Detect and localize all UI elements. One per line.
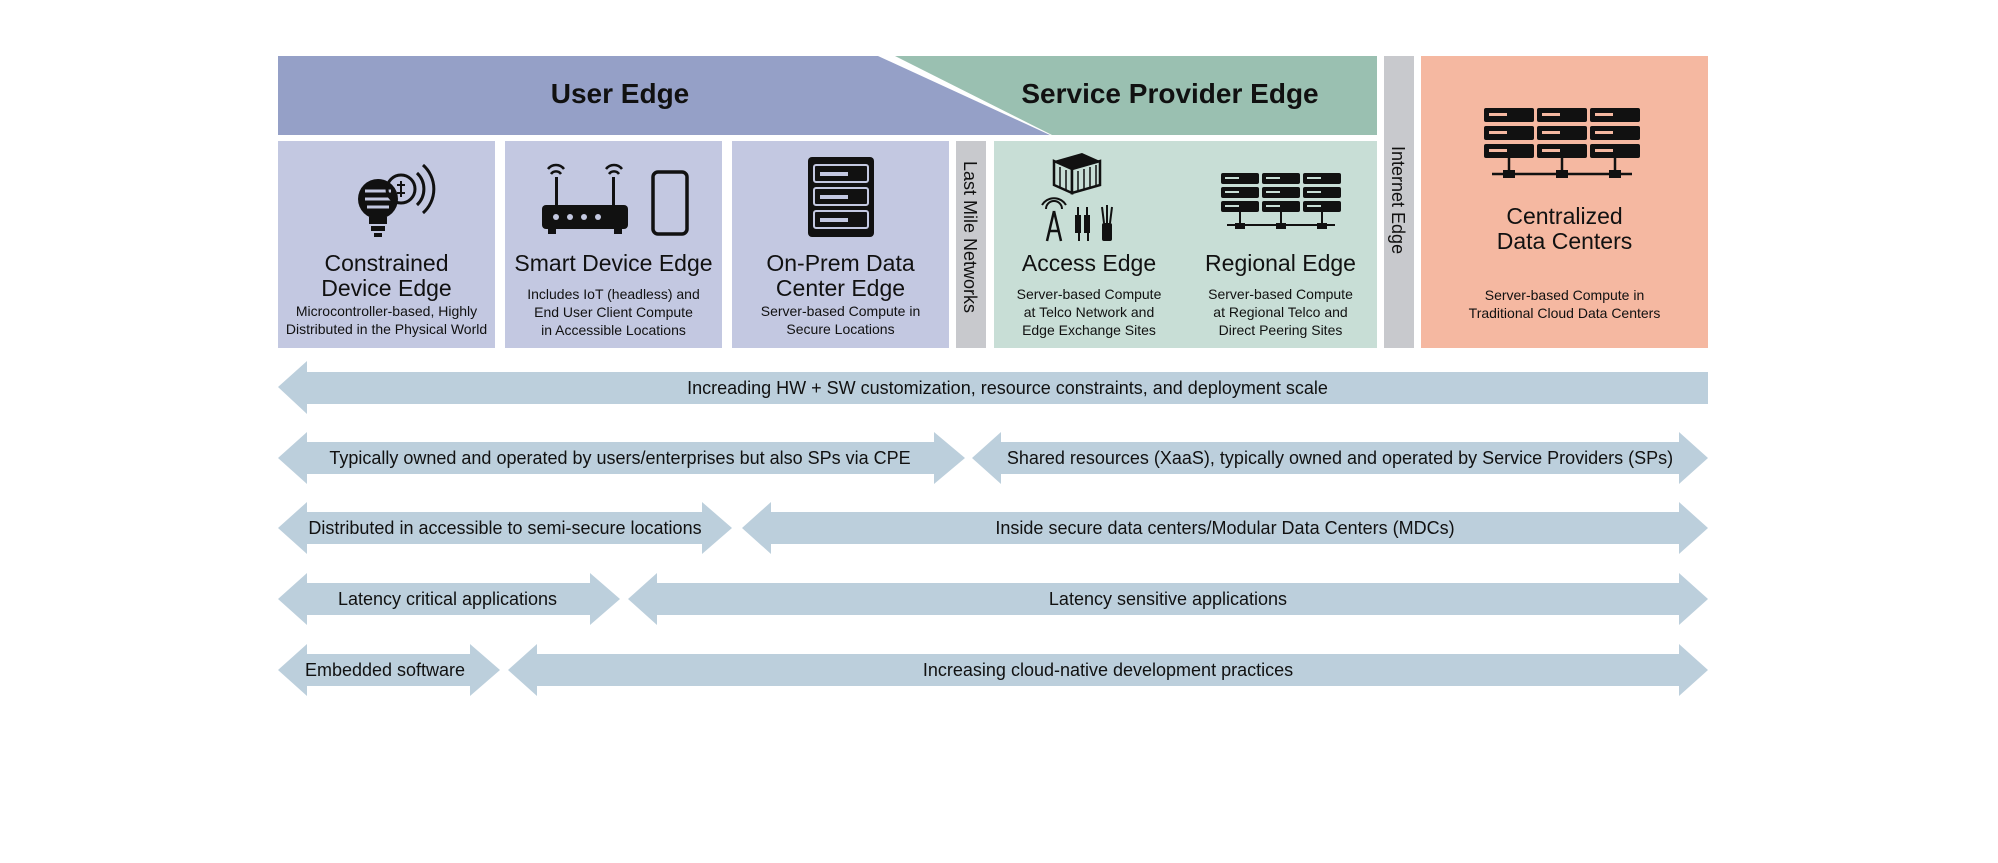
arrow-row4-right [628,573,1708,625]
smart-device-edge-subtitle: Includes IoT (headless) and End User Cli… [527,286,700,338]
arrow-row2-right [972,432,1708,484]
access-edge-subtitle: Server-based Compute at Telco Network an… [1016,286,1162,338]
arrow-row4-right-label: Latency sensitive applications [1048,589,1288,609]
arrow-row1-label: Increading HW + SW customization, resour… [687,378,1328,398]
access-edge-box: Access Edge Server-based Compute at Telc… [994,141,1184,348]
constrained-device-edge-title: Constrained Device Edge [321,250,452,301]
regional-edge-title: Regional Edge [1205,250,1356,276]
access-edge-title: Access Edge [1021,250,1157,276]
centralized-data-centers-subtitle: Server-based Compute in Traditional Clou… [1468,287,1661,321]
arrow-row3-left [278,502,732,554]
constrained-device-edge-box: Constrained Device Edge Microcontroller-… [278,141,495,348]
arrow-row4-left [278,573,620,625]
on-prem-data-center-edge-box: On-Prem Data Center Edge Server-based Co… [732,141,949,348]
arrow-row1 [278,361,1708,414]
user-edge-banner [278,56,1050,135]
container-tower-icon [1041,153,1113,242]
arrow-row2-left [278,432,965,484]
arrow-row5-left-label: Embedded software [304,660,466,680]
smart-device-edge-box: Smart Device Edge Includes IoT (headless… [505,141,722,348]
regional-edge-box: Regional Edge Server-based Compute at Re… [1184,141,1377,348]
arrow-row3-right [742,502,1708,554]
arrow-row4-left-label: Latency critical applications [337,589,558,609]
service-provider-edge-banner [895,56,1377,135]
arrow-row5-right [508,644,1708,696]
constrained-device-edge-subtitle: Microcontroller-based, Highly Distribute… [285,303,488,337]
on-prem-data-center-edge-title: On-Prem Data Center Edge [766,250,915,301]
arrow-row5-right-label: Increasing cloud-native development prac… [922,660,1294,680]
centralized-data-centers-title: Centralized Data Centers [1496,203,1633,254]
user-edge-title: User Edge [550,78,690,109]
smart-bulb-icon [358,163,436,237]
data-center-servers-icon [1484,108,1640,178]
centralized-data-centers-box: Centralized Data Centers Server-based Co… [1421,56,1708,348]
server-rack-network-icon [1221,173,1341,229]
arrow-row3-left-label: Distributed in accessible to semi-secure… [308,518,702,538]
on-prem-data-center-edge-subtitle: Server-based Compute in Secure Locations [760,303,921,337]
router-and-phone-icon [542,163,689,236]
arrow-row2-right-label: Shared resources (XaaS), typically owned… [1006,448,1674,468]
smart-device-edge-title: Smart Device Edge [514,250,713,276]
arrow-row3-right-label: Inside secure data centers/Modular Data … [995,518,1455,538]
arrow-row5-left [278,644,500,696]
last-mile-networks-bar: Last Mile Networks [956,141,986,348]
service-provider-edge-title: Service Provider Edge [1021,78,1319,109]
arrow-row2-left-label: Typically owned and operated by users/en… [329,448,911,468]
regional-edge-subtitle: Server-based Compute at Regional Telco a… [1208,286,1353,338]
internet-edge-bar: Internet Edge [1384,56,1414,348]
server-stack-icon [808,157,874,237]
